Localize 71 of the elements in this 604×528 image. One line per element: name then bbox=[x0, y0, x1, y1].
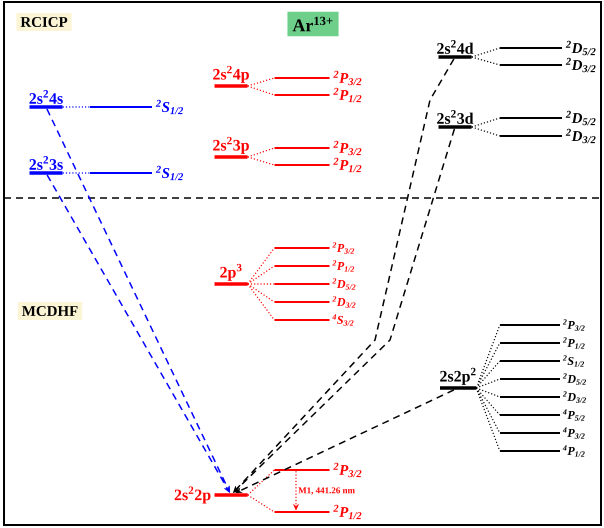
term-label: $^{2}$P$_{1/2}$ bbox=[332, 157, 363, 173]
term-label: $^{2}$P$_{3/2}$ bbox=[332, 70, 363, 86]
configuration-label: 2s$^{2}$4p bbox=[211, 64, 251, 84]
method-tag: MCDHF bbox=[18, 302, 82, 320]
splitting-line bbox=[476, 387, 500, 398]
splitting-line bbox=[62, 172, 90, 174]
edge-label: M1, 441.26 nm bbox=[298, 487, 355, 495]
term-label: $^{2}$P$_{1/2}$ bbox=[562, 336, 586, 350]
configuration-level bbox=[440, 386, 476, 390]
configuration-label: 2p$^{3}$ bbox=[218, 262, 244, 282]
term-label: $^{2}$D$_{3/2}$ bbox=[565, 57, 597, 73]
term-label: $^{2}$S$_{1/2}$ bbox=[155, 165, 184, 181]
term-label: $^{4}$S$_{3/2}$ bbox=[332, 314, 355, 326]
configuration-level bbox=[214, 155, 248, 159]
configuration-level bbox=[30, 171, 62, 175]
configuration-level bbox=[438, 125, 472, 129]
configuration-level bbox=[214, 493, 248, 497]
term-label: $^{4}$P$_{5/2}$ bbox=[562, 408, 586, 422]
splitting-line bbox=[247, 266, 275, 284]
configuration-label: 2s$^{2}$3d bbox=[435, 109, 475, 125]
term-label: $^{2}$P$_{1/2}$ bbox=[332, 504, 363, 520]
splitting-line bbox=[476, 388, 500, 452]
splitting-line bbox=[248, 147, 274, 158]
splitting-line bbox=[247, 284, 275, 320]
term-label: $^{2}$S$_{1/2}$ bbox=[562, 354, 586, 368]
term-label: $^{4}$P$_{3/2}$ bbox=[562, 426, 586, 440]
configuration-level bbox=[214, 84, 248, 88]
term-label: $^{2}$D$_{5/2}$ bbox=[562, 372, 588, 386]
splitting-line bbox=[248, 85, 274, 96]
term-label: $^{2}$P$_{3/2}$ bbox=[332, 462, 363, 478]
splitting-line bbox=[476, 360, 500, 388]
term-label: $^{2}$D$_{3/2}$ bbox=[332, 296, 357, 308]
term-label: $^{2}$P$_{1/2}$ bbox=[332, 87, 363, 103]
splitting-line bbox=[248, 77, 274, 87]
splitting-line bbox=[248, 283, 274, 285]
term-label: $^{2}$P$_{3/2}$ bbox=[562, 318, 586, 332]
configuration-label: 2s$^{2}$3s bbox=[28, 155, 64, 171]
configuration-level bbox=[30, 105, 62, 109]
splitting-line bbox=[472, 56, 500, 66]
splitting-line bbox=[476, 388, 500, 416]
configuration-label: 2s$^{2}$4d bbox=[435, 39, 475, 55]
splitting-line bbox=[62, 106, 90, 108]
configuration-label: 2s2p$^{2}$ bbox=[438, 366, 478, 386]
splitting-line bbox=[247, 470, 275, 496]
term-label: $^{2}$S$_{1/2}$ bbox=[155, 99, 184, 115]
term-label: $^{2}$D$_{5/2}$ bbox=[332, 278, 357, 290]
splitting-line bbox=[248, 156, 274, 166]
configuration-label: 2s$^{2}$3p bbox=[211, 136, 251, 155]
splitting-line bbox=[476, 378, 500, 389]
splitting-line bbox=[476, 388, 500, 434]
term-label: $^{4}$P$_{1/2}$ bbox=[562, 444, 586, 458]
splitting-line bbox=[472, 47, 500, 58]
splitting-line bbox=[247, 248, 275, 284]
term-label: $^{2}$D$_{3/2}$ bbox=[565, 128, 597, 144]
splitting-line bbox=[247, 494, 275, 512]
configuration-label: 2s$^{2}$2p bbox=[174, 486, 210, 504]
configuration-label: 2s$^{2}$4s bbox=[28, 89, 64, 105]
term-label: $^{2}$D$_{5/2}$ bbox=[565, 40, 597, 56]
splitting-line bbox=[247, 284, 275, 302]
term-label: $^{2}$P$_{1/2}$ bbox=[332, 260, 356, 272]
splitting-line bbox=[472, 126, 500, 137]
configuration-level bbox=[438, 55, 472, 59]
term-label: $^{2}$P$_{3/2}$ bbox=[332, 242, 356, 254]
term-label: $^{2}$P$_{3/2}$ bbox=[332, 140, 363, 156]
term-label: $^{2}$D$_{5/2}$ bbox=[565, 110, 597, 126]
method-tag: RCICP bbox=[16, 12, 72, 32]
term-label: $^{2}$D$_{3/2}$ bbox=[562, 390, 588, 404]
splitting-line bbox=[472, 117, 500, 128]
splitting-line bbox=[476, 342, 500, 388]
ion-title: Ar$^{13+}$ bbox=[287, 12, 339, 36]
configuration-level bbox=[214, 282, 248, 286]
